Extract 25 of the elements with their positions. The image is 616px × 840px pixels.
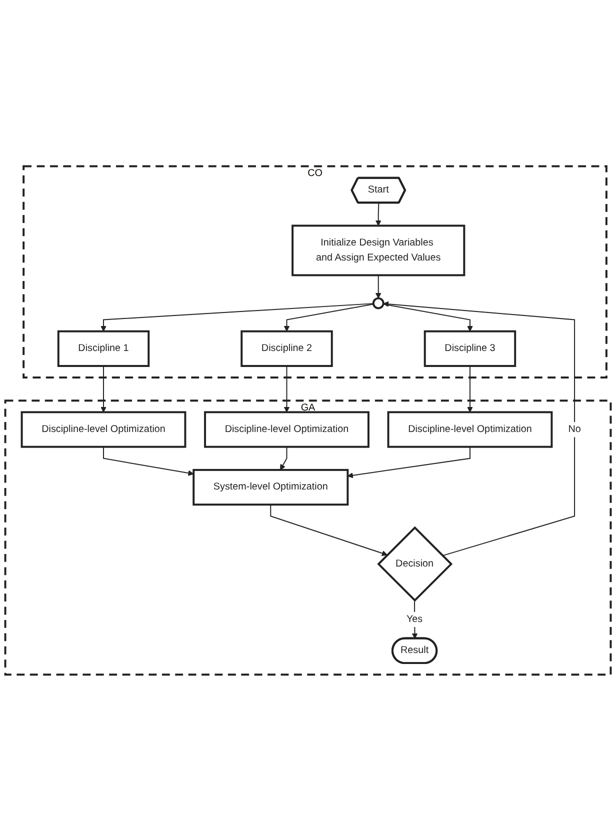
- node-box: System-level Optimization: [192, 468, 349, 506]
- node-box: Discipline-level Optimization: [20, 410, 186, 448]
- arrow: [103, 446, 194, 476]
- arrow: [100, 302, 374, 332]
- node-box: Discipline 1: [57, 330, 150, 366]
- arrow: [467, 365, 473, 412]
- node-box: Initialize Design Variables and Assign Expected Values: [292, 224, 466, 276]
- node-diamond: Decision: [377, 526, 453, 602]
- arrow: [383, 300, 576, 556]
- node-box: Discipline-level Optimization: [204, 410, 370, 448]
- arrow: [280, 446, 288, 470]
- node-box: Discipline 2: [240, 330, 333, 366]
- edge-label: Yes: [406, 612, 423, 624]
- edge-label: No: [568, 422, 581, 434]
- arrow: [284, 303, 374, 332]
- node-circle: [372, 296, 384, 309]
- arrow: [284, 365, 290, 412]
- arrow: [347, 446, 470, 478]
- arrow: [375, 274, 382, 298]
- node-box: Discipline-level Optimization: [387, 410, 553, 448]
- arrow: [270, 504, 388, 556]
- arrow: [100, 365, 106, 412]
- arrow: [382, 303, 473, 332]
- node-box: Discipline 3: [424, 330, 516, 366]
- arrow: [375, 202, 382, 226]
